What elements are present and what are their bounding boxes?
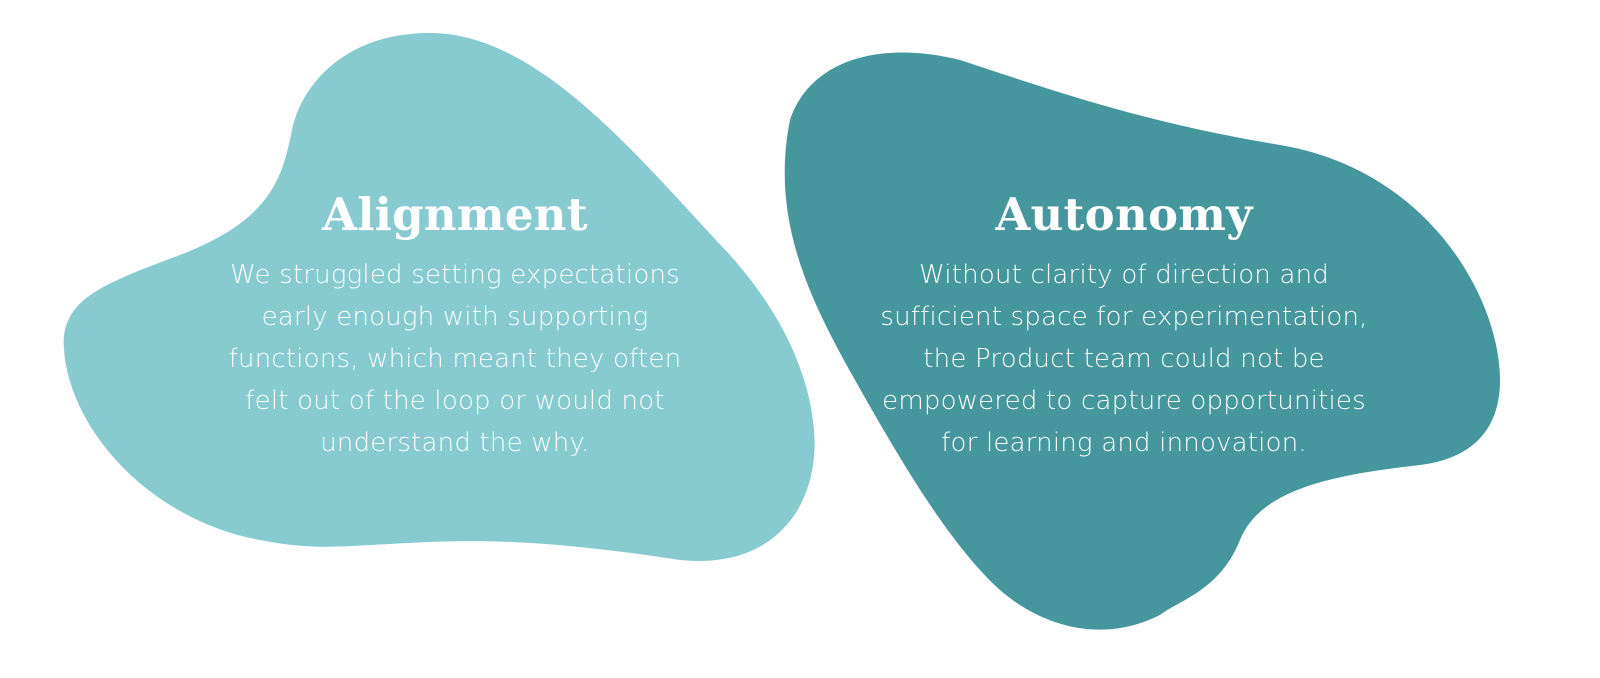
- autonomy-card: Autonomy Without clarity of direction an…: [874, 184, 1374, 464]
- alignment-line: We struggled setting expectations: [230, 260, 680, 290]
- alignment-line: understand the why.: [320, 428, 590, 458]
- autonomy-line: the Product team could not be: [923, 344, 1325, 374]
- alignment-line: functions, which meant they often: [228, 344, 682, 374]
- autonomy-line: sufficient space for experimentation,: [880, 302, 1368, 332]
- left-blob-shape: [63, 33, 815, 561]
- alignment-line: early enough with supporting: [261, 302, 649, 332]
- alignment-title: Alignment: [322, 188, 588, 241]
- autonomy-line: empowered to capture opportunities: [882, 386, 1366, 416]
- autonomy-line: for learning and innovation.: [941, 428, 1307, 458]
- alignment-card: Alignment We struggled setting expectati…: [205, 184, 705, 464]
- alignment-line: felt out of the loop or would not: [245, 386, 665, 416]
- autonomy-description: Without clarity of direction and suffici…: [874, 254, 1374, 464]
- autonomy-title: Autonomy: [995, 188, 1253, 241]
- right-blob-shape: [784, 52, 1500, 630]
- autonomy-line: Without clarity of direction and: [919, 260, 1329, 290]
- alignment-description: We struggled setting expectations early …: [205, 254, 705, 464]
